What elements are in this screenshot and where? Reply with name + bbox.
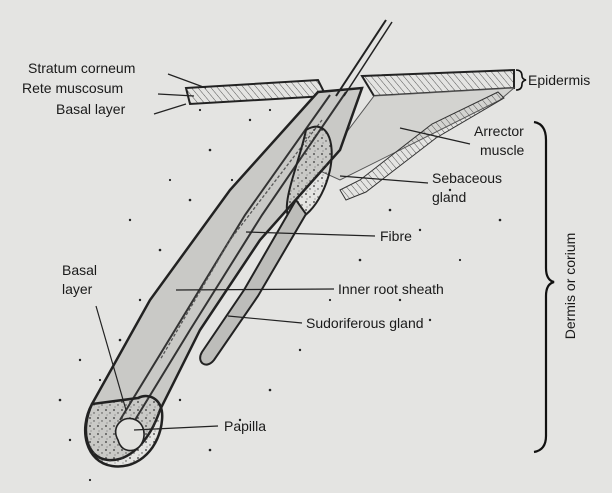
- label-epidermis: Epidermis: [528, 72, 590, 88]
- epidermis-brace: [516, 70, 526, 90]
- papilla: [116, 418, 144, 450]
- label-sudoriferous-gland: Sudoriferous gland: [306, 315, 424, 331]
- label-sebaceous-gland-2: gland: [432, 189, 466, 205]
- label-fibre: Fibre: [380, 228, 412, 244]
- label-arrector-muscle-2: muscle: [480, 142, 524, 158]
- epidermis-left: [186, 80, 326, 104]
- label-rete-muscosum: Rete muscosum: [22, 80, 123, 96]
- label-papilla: Papilla: [224, 418, 266, 434]
- label-arrector-muscle-1: Arrector: [474, 123, 524, 139]
- label-sebaceous-gland-1: Sebaceous: [432, 170, 502, 186]
- label-inner-root-sheath: Inner root sheath: [338, 281, 444, 297]
- label-basal-layer-left-1: Basal: [62, 262, 97, 278]
- label-basal-layer-left-2: layer: [62, 281, 92, 297]
- label-basal-layer-top: Basal layer: [56, 101, 125, 117]
- label-dermis-or-corium: Dermis or corium: [562, 226, 578, 346]
- dermis-brace: [534, 122, 554, 452]
- label-stratum-corneum: Stratum corneum: [28, 60, 135, 76]
